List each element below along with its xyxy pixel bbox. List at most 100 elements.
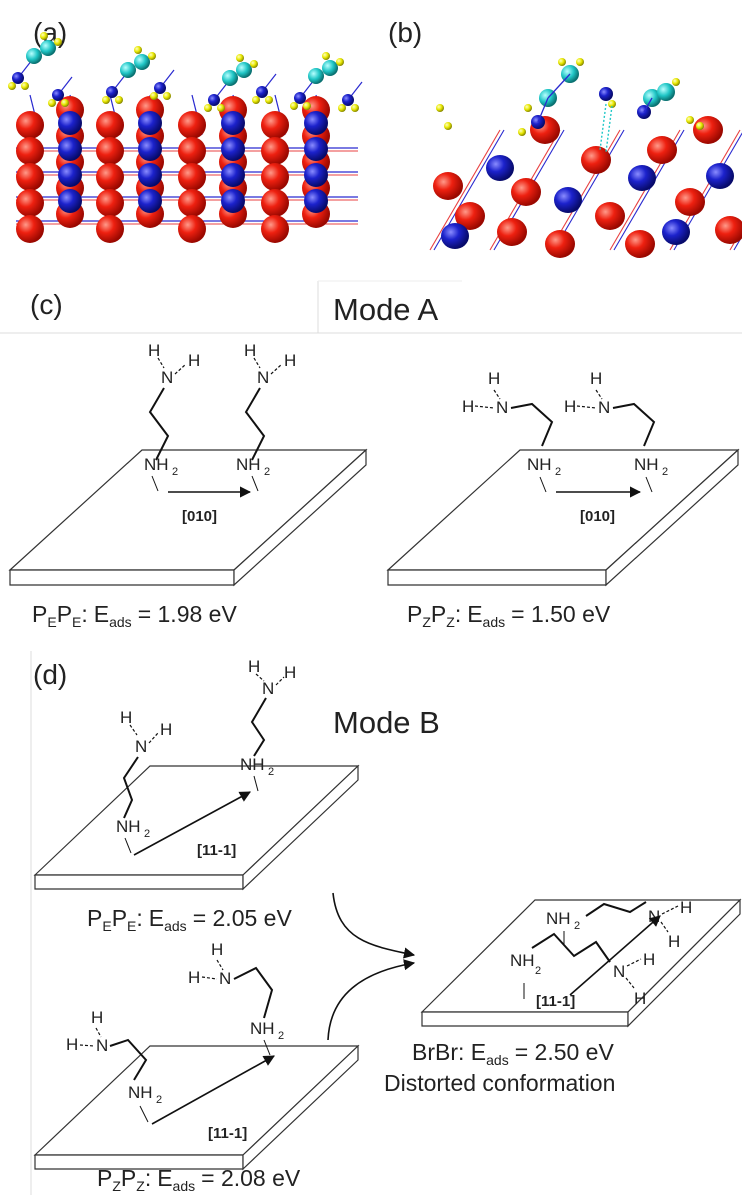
- svg-text:H: H: [284, 663, 296, 682]
- svg-text:NH: NH: [236, 455, 261, 474]
- svg-text:N: N: [219, 969, 231, 988]
- merge-arrow-from-pepe: [332, 892, 416, 959]
- svg-text:H: H: [211, 940, 223, 959]
- hydrogen-atom: [148, 52, 156, 60]
- metal-atom: [221, 163, 245, 187]
- nitrogen-atom: [599, 87, 613, 101]
- hydrogen-atom: [21, 82, 29, 90]
- metal-atom: [662, 219, 690, 245]
- metal-atom: [138, 111, 162, 135]
- metal-atom: [221, 137, 245, 161]
- svg-text:H: H: [248, 657, 260, 676]
- caption-mode-b-pzpz: PZPZ:Eads= 2.08 eV: [97, 1165, 301, 1194]
- caption-mode-a-pepe: PEPE:Eads= 1.98 eV: [32, 601, 237, 630]
- direction-arrow-111-upper: [133, 791, 251, 856]
- hydrogen-atom: [61, 99, 69, 107]
- oxygen-atom: [96, 215, 124, 243]
- hydrogen-atom: [290, 102, 298, 110]
- oxygen-atom: [16, 137, 44, 165]
- svg-text:H: H: [284, 351, 296, 370]
- metal-atom: [58, 189, 82, 213]
- svg-text:NH: NH: [144, 455, 169, 474]
- svg-text:2: 2: [264, 466, 270, 478]
- svg-text:2: 2: [268, 766, 274, 778]
- hydrogen-atom: [608, 100, 616, 108]
- nitrogen-atom: [106, 86, 118, 98]
- metal-atom: [138, 163, 162, 187]
- direction-arrow-111-lower: [151, 1055, 275, 1125]
- nitrogen-atom: [256, 86, 268, 98]
- mode-a-pepe-molecule-1: H H N NH 2: [144, 341, 200, 492]
- hydrogen-atom: [236, 54, 244, 62]
- mode-b-pzpz-slab: [33, 1044, 360, 1171]
- svg-text:NH: NH: [527, 455, 552, 474]
- oxygen-atom: [16, 163, 44, 191]
- metal-atom: [221, 111, 245, 135]
- direction-label-111-brbr: [11-1]: [536, 993, 575, 1010]
- svg-text:2: 2: [535, 965, 541, 977]
- mode-b-pepe-slab: [33, 764, 360, 891]
- svg-text:2: 2: [555, 466, 561, 478]
- svg-text:N: N: [598, 398, 610, 417]
- carbon-atom: [236, 62, 252, 78]
- oxygen-atom: [581, 146, 611, 174]
- oxygen-atom: [178, 215, 206, 243]
- metal-atom: [486, 155, 514, 181]
- panel-d-label: (d): [33, 659, 67, 690]
- svg-text:NH: NH: [240, 755, 265, 774]
- oxygen-atom: [178, 189, 206, 217]
- carbon-atom: [120, 62, 136, 78]
- hydrogen-atom: [250, 60, 258, 68]
- hydrogen-atom: [338, 104, 346, 112]
- svg-text:H: H: [188, 351, 200, 370]
- svg-text:NH: NH: [546, 909, 571, 928]
- panel-b-structure: [429, 50, 742, 258]
- svg-text:N: N: [96, 1036, 108, 1055]
- hydrogen-atom: [558, 58, 566, 66]
- svg-text:H: H: [148, 341, 160, 360]
- svg-text:H: H: [643, 950, 655, 969]
- svg-text:H: H: [160, 720, 172, 739]
- svg-text:N: N: [257, 368, 269, 387]
- hydrogen-atom: [686, 116, 694, 124]
- carbon-atom: [657, 83, 675, 101]
- hydrogen-atom: [436, 104, 444, 112]
- svg-text:2: 2: [172, 466, 178, 478]
- oxygen-atom: [545, 230, 575, 258]
- nitrogen-atom: [208, 94, 220, 106]
- mode-b-pepe-molecule-1: H H N NH 2: [116, 708, 172, 854]
- mode-b-pepe-molecule-2: H H N NH 2: [240, 657, 296, 792]
- svg-text:H: H: [680, 898, 692, 917]
- metal-atom: [304, 111, 328, 135]
- hydrogen-atom: [696, 122, 704, 130]
- oxygen-atom: [178, 137, 206, 165]
- hydrogen-atom: [351, 104, 359, 112]
- svg-text:N: N: [161, 368, 173, 387]
- hydrogen-atom: [518, 128, 526, 136]
- mode-b-pzpz-molecule-1: H H N NH 2: [66, 1008, 162, 1123]
- metal-atom: [304, 163, 328, 187]
- hydrogen-atom: [40, 32, 48, 40]
- direction-arrow-111-brbr: [569, 915, 661, 996]
- oxygen-atom: [261, 163, 289, 191]
- oxygen-atom: [715, 216, 742, 244]
- hydrogen-atom: [672, 78, 680, 86]
- oxygen-atom: [433, 172, 463, 200]
- mode-b-title: Mode B: [333, 705, 440, 740]
- mode-a-title: Mode A: [333, 292, 438, 327]
- svg-text:N: N: [262, 679, 274, 698]
- oxygen-atom: [625, 230, 655, 258]
- metal-atom: [58, 137, 82, 161]
- caption-mode-a-pzpz: PZPZ:Eads= 1.50 eV: [407, 601, 611, 630]
- oxygen-atom: [96, 163, 124, 191]
- metal-atom: [554, 187, 582, 213]
- svg-text:NH: NH: [634, 455, 659, 474]
- metal-atom: [706, 163, 734, 189]
- svg-text:H: H: [120, 708, 132, 727]
- svg-text:NH: NH: [250, 1019, 275, 1038]
- carbon-atom: [26, 48, 42, 64]
- nitrogen-atom: [342, 94, 354, 106]
- nitrogen-atom: [52, 89, 64, 101]
- metal-atom: [304, 189, 328, 213]
- mode-a-pepe-slab: [8, 448, 368, 587]
